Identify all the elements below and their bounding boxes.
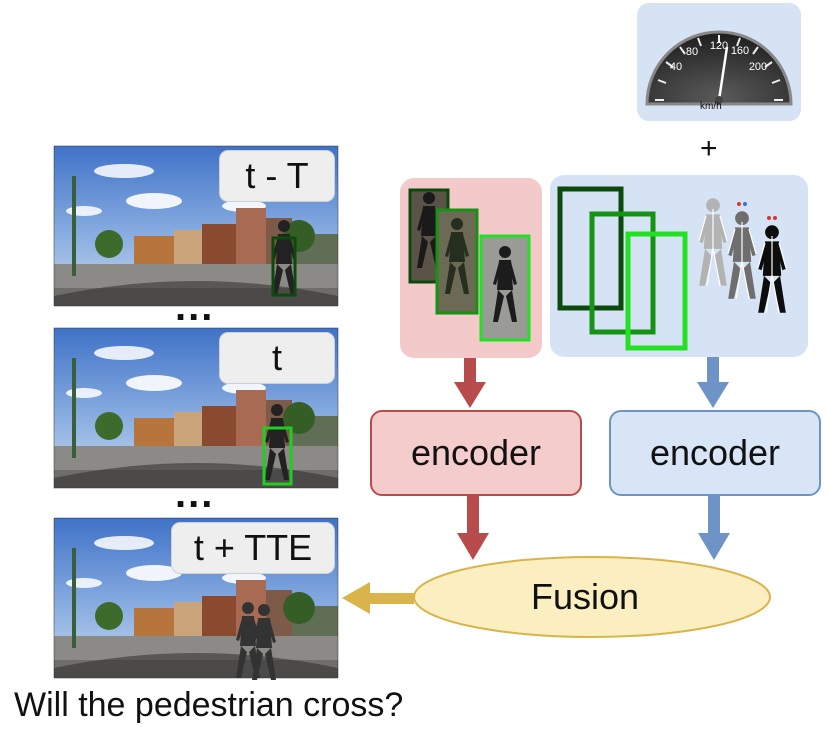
speedometer-panel: 40 80 120 160 200: [637, 3, 801, 121]
speed-tick-label: 80: [686, 46, 698, 58]
boxes-and-pose-panel: [550, 175, 808, 357]
arrow-fusion-to-output: [342, 582, 414, 614]
frame-t-minus-T: [53, 145, 339, 307]
bounding-box-bright-green: [262, 426, 293, 486]
speed-tick-label: 200: [749, 61, 767, 73]
speed-unit-label: km/h: [700, 101, 722, 112]
bounding-box-dark-green: [271, 236, 297, 297]
speed-tick-label: 40: [670, 61, 682, 73]
frame-label-t: t: [219, 332, 335, 384]
trajectory-box-bright: [625, 231, 688, 351]
encoder-left: encoder: [370, 410, 582, 496]
ellipsis-separator: ...: [175, 472, 215, 516]
arrow-left-encoder-to-fusion: [457, 493, 489, 560]
arrow-right-encoder-to-fusion: [698, 493, 730, 560]
speed-tick-label: 120: [710, 40, 728, 52]
frame-t: [53, 327, 339, 489]
arrow-blue-to-encoder: [697, 357, 729, 408]
frame-label-t-minus-T: t - T: [219, 150, 335, 202]
output-question: Will the pedestrian cross?: [14, 686, 404, 724]
frame-t-plus-TTE: [53, 517, 339, 680]
pedestrian-crops-panel: [400, 178, 542, 358]
crop-2: [435, 208, 479, 315]
speedometer-needle: [717, 46, 729, 101]
pose-skeletons: [698, 198, 787, 314]
fusion-label: Fusion: [530, 576, 640, 617]
trajectory-box-mid: [589, 211, 656, 335]
plus-sign: +: [700, 132, 718, 165]
arrow-red-to-encoder: [454, 358, 486, 408]
speed-tick-label: 160: [731, 45, 749, 57]
speedometer-ticks: [655, 35, 783, 101]
ellipsis-separator: ...: [175, 285, 215, 329]
encoder-right: encoder: [609, 410, 821, 496]
frame-label-t-plus-TTE: t + TTE: [171, 522, 335, 574]
crop-3: [479, 234, 531, 342]
